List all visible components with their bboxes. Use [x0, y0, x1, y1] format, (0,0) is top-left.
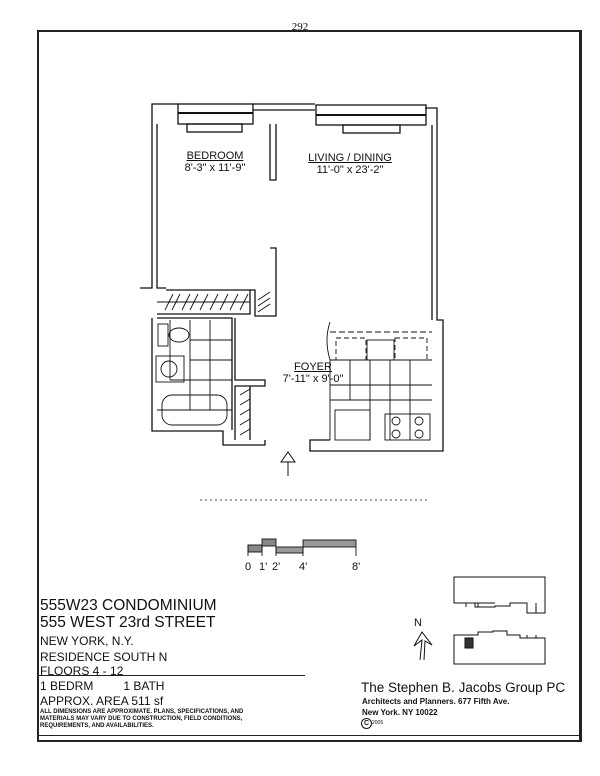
- room-foyer: FOYER 7'-11" x 9'-0": [263, 361, 363, 385]
- key-plan-lower: [453, 630, 546, 665]
- room-bedroom: BEDROOM 8'-3" x 11'-9": [170, 150, 260, 174]
- room-dims: 7'-11" x 9'-0": [282, 373, 344, 385]
- copyright-year: 2005: [372, 720, 384, 726]
- window-bedroom: [177, 103, 254, 133]
- closet-hatch: [157, 291, 271, 436]
- room-living-dining: LIVING / DINING 11'-0" x 23'-2": [290, 152, 410, 176]
- disclaimer: ALL DIMENSIONS ARE APPROXIMATE. PLANS, S…: [40, 709, 244, 730]
- room-name: FOYER: [294, 361, 332, 373]
- building-address: 555 WEST 23rd STREET: [40, 614, 216, 631]
- room-name: LIVING / DINING: [308, 152, 392, 164]
- room-name: BEDROOM: [186, 150, 244, 162]
- baths: 1 BATH: [123, 679, 165, 693]
- floors-label: FLOORS 4 - 12: [40, 664, 124, 678]
- firm-address-line1: Architects and Planners. 677 Fifth Ave.: [362, 697, 510, 706]
- bathroom: [155, 320, 232, 426]
- scale-bar: [247, 538, 357, 556]
- building-city: NEW YORK, N.Y.: [40, 634, 134, 648]
- scale-label: 4': [299, 561, 308, 573]
- window-living: [315, 104, 427, 134]
- scale-label: 8': [352, 561, 361, 573]
- building-name: 555W23 CONDOMINIUM: [40, 597, 217, 614]
- scale-label: 2': [272, 561, 281, 573]
- divider: [37, 735, 582, 736]
- residence-label: RESIDENCE SOUTH N: [40, 650, 168, 664]
- sheet-frame: [37, 30, 582, 742]
- firm-name: The Stephen B. Jacobs Group PC: [361, 680, 566, 695]
- bedrooms: 1 BEDRM: [40, 679, 94, 693]
- north-arrow-icon: [413, 631, 433, 661]
- firm-address-line2: New York. NY 10022: [362, 708, 438, 717]
- north-label: N: [414, 617, 422, 629]
- key-plan-upper: [453, 576, 546, 614]
- unit-summary: 1 BEDRM 1 BATH: [40, 679, 164, 693]
- scale-label: 0: [245, 561, 252, 573]
- copyright-icon: C: [361, 718, 372, 729]
- room-dims: 8'-3" x 11'-9": [184, 162, 246, 174]
- scale-label: 1': [259, 561, 268, 573]
- room-dims: 11'-0" x 23'-2": [316, 164, 384, 176]
- divider: [37, 675, 305, 676]
- unit-area: APPROX. AREA 511 sf: [40, 694, 164, 708]
- entry-arrow-icon: [280, 451, 296, 476]
- kitchen: [326, 321, 432, 441]
